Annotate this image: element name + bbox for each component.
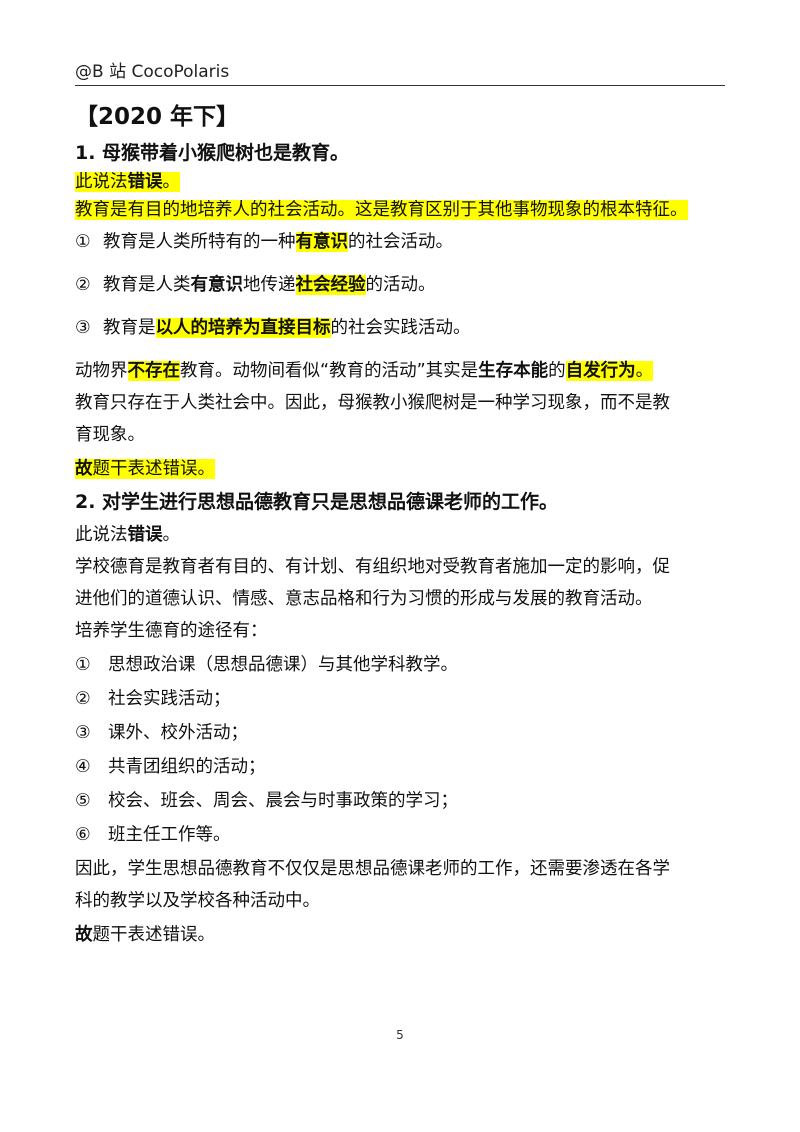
q2-conclusion-bold: 故 <box>75 925 93 945</box>
q1-verdict: 此说法错误。 <box>75 168 735 196</box>
q2-definition-2: 进他们的道德认识、情感、意志品格和行为习惯的形成与发展的教育活动。 <box>75 589 653 609</box>
q1-animal: 动物界不存在教育。动物间看似“教育的活动”其实是生存本能的自发行为。 <box>75 357 735 385</box>
q1-point-2-c: 的活动。 <box>365 275 436 295</box>
q1-definition: 教育是有目的地培养人的社会活动。这是教育区别于其他事物现象的根本特征。 <box>75 196 735 224</box>
q2-way-5-num: ⑤ <box>75 791 91 811</box>
q1-verdict-word: 错误 <box>127 172 163 192</box>
q1-conclusion-bold: 故 <box>75 459 93 479</box>
q2-verdict-word: 错误 <box>127 525 163 545</box>
section-title: 【2020 年下】 <box>75 104 240 130</box>
q1-point-1-a: 教育是人类所特有的一种 <box>103 232 296 252</box>
q2-conclusion-text: 题干表述错误。 <box>92 925 216 945</box>
q2-verdict-suffix: 。 <box>162 525 181 545</box>
q1-point-1-num: ① <box>75 232 91 252</box>
q1-animal-hl1: 不存在 <box>127 361 180 381</box>
q2-way-2-num: ② <box>75 689 91 709</box>
q1-animal-hl2: 自发行为 <box>565 361 636 381</box>
q1-point-2-hl: 社会经验 <box>295 275 366 295</box>
q2-way-2: ② 社会实践活动； <box>75 685 735 713</box>
q1-point-3-b: 的社会实践活动。 <box>330 318 471 338</box>
q1-point-1-b: 的社会活动。 <box>348 232 453 252</box>
q1-animal-b: 教育。动物间看似“教育的活动”其实是 <box>180 361 479 381</box>
q2-conclusion: 故题干表述错误。 <box>75 921 735 949</box>
q1-conclusion: 故题干表述错误。 <box>75 455 735 483</box>
document-body: 【2020 年下】 1. 母猴带着小猴爬树也是教育。 此说法错误。 教育是有目的… <box>75 98 735 949</box>
q2-definition-1: 学校德育是教育者有目的、有计划、有组织地对受教育者施加一定的影响，促 <box>75 557 670 577</box>
q1-verdict-prefix: 此说法 <box>75 172 128 192</box>
q2-explanation-1: 因此，学生思想品德教育不仅仅是思想品德课老师的工作，还需要渗透在各学 <box>75 859 670 879</box>
q2-way-4-text: 共青团组织的活动； <box>108 757 266 777</box>
page-header: @B 站 CocoPolaris <box>75 60 725 86</box>
q2-verdict-prefix: 此说法 <box>75 525 128 545</box>
q2-way-6-num: ⑥ <box>75 825 91 845</box>
q1-point-1-hl: 有意识 <box>295 232 348 252</box>
q2-way-1-num: ① <box>75 655 91 675</box>
q1-point-3-num: ③ <box>75 318 91 338</box>
q2-way-1-text: 思想政治课（思想品德课）与其他学科教学。 <box>108 655 458 675</box>
q1-point-1: ① 教育是人类所特有的一种有意识的社会活动。 <box>75 228 735 256</box>
q1-animal-bold: 生存本能 <box>478 361 549 381</box>
q2-ways-intro: 培养学生德育的途径有： <box>75 621 268 641</box>
q1-definition-text: 教育是有目的地培养人的社会活动。这是教育区别于其他事物现象的根本特征。 <box>75 200 688 220</box>
q1-animal-a: 动物界 <box>75 361 128 381</box>
q1-point-2: ② 教育是人类有意识地传递社会经验的活动。 <box>75 271 735 299</box>
q1-animal-d: 。 <box>635 361 654 381</box>
page-number: 5 <box>396 1028 404 1042</box>
q2-way-2-text: 社会实践活动； <box>108 689 231 709</box>
q2-verdict: 此说法错误。 <box>75 521 735 549</box>
q1-point-3: ③ 教育是以人的培养为直接目标的社会实践活动。 <box>75 314 735 342</box>
q2-way-4: ④ 共青团组织的活动； <box>75 753 735 781</box>
q2-way-5-text: 校会、班会、周会、晨会与时事政策的学习； <box>108 791 458 811</box>
q1-point-2-b: 地传递 <box>243 275 296 295</box>
q1-point-2-a: 教育是人类 <box>103 275 191 295</box>
q2-way-6: ⑥ 班主任工作等。 <box>75 821 735 849</box>
q2-way-3: ③ 课外、校外活动； <box>75 719 735 747</box>
q2-way-3-num: ③ <box>75 723 91 743</box>
q1-point-2-bold: 有意识 <box>190 275 244 295</box>
q2-way-5: ⑤ 校会、班会、周会、晨会与时事政策的学习； <box>75 787 735 815</box>
q1-animal-c: 的 <box>548 361 566 381</box>
q2-explanation-2: 科的教学以及学校各种活动中。 <box>75 891 320 911</box>
question-1: 1. 母猴带着小猴爬树也是教育。 <box>75 142 350 164</box>
q1-explanation-1: 教育只存在于人类社会中。因此，母猴教小猴爬树是一种学习现象，而不是教 <box>75 393 670 413</box>
q2-way-4-num: ④ <box>75 757 91 777</box>
question-2: 2. 对学生进行思想品德教育只是思想品德课老师的工作。 <box>75 491 559 513</box>
q1-point-2-num: ② <box>75 275 91 295</box>
q2-way-3-text: 课外、校外活动； <box>108 723 248 743</box>
q1-point-3-a: 教育是 <box>103 318 156 338</box>
q1-point-3-hl: 以人的培养为直接目标 <box>155 318 331 338</box>
q1-explanation-2: 育现象。 <box>75 425 145 445</box>
q1-conclusion-text: 题干表述错误。 <box>92 459 216 479</box>
q2-way-1: ① 思想政治课（思想品德课）与其他学科教学。 <box>75 651 735 679</box>
q1-verdict-suffix: 。 <box>162 172 181 192</box>
q2-way-6-text: 班主任工作等。 <box>108 825 231 845</box>
